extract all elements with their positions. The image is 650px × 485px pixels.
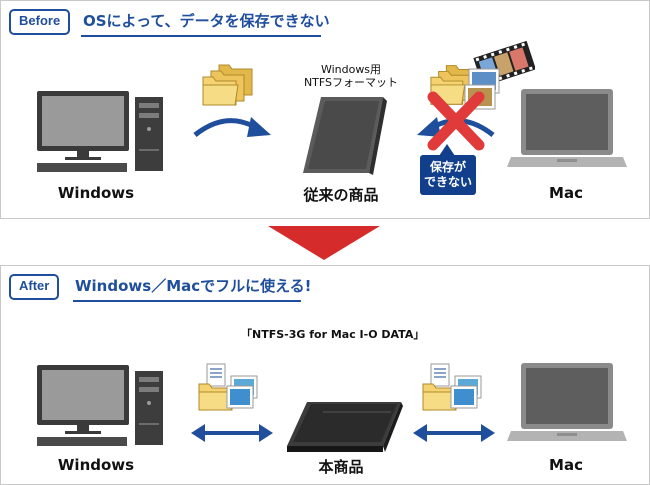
cannot-save-text-1: 保存が <box>429 160 466 174</box>
software-name: 「NTFS-3G for Mac I-O DATA」 <box>241 328 425 341</box>
after-headline: Windows／Macでフルに使える! <box>75 277 312 295</box>
folder-icon <box>202 64 253 106</box>
hdd-icon <box>287 402 403 452</box>
before-tag: Before <box>9 9 71 35</box>
after-mac-label: Mac <box>549 456 583 474</box>
curved-arrow-icon <box>193 117 271 137</box>
cannot-save-badge: 保存が できない <box>420 155 476 195</box>
after-headline-underline <box>73 300 301 302</box>
after-tag: After <box>9 274 60 300</box>
before-mac-label: Mac <box>549 184 583 202</box>
before-windows-label: Windows <box>57 184 135 202</box>
laptop-icon <box>507 89 627 167</box>
after-windows-label: Windows <box>57 456 135 474</box>
after-panel: After Windows／Macでフルに使える! 「NTFS-3G for M… <box>0 265 650 485</box>
hdd-icon <box>303 97 387 175</box>
folder-icon <box>198 363 258 411</box>
double-arrow-icon <box>413 424 495 442</box>
desktop-pc-icon <box>37 91 163 172</box>
cross-icon <box>427 91 485 151</box>
drive-format-caption-1: Windows用 <box>320 63 382 76</box>
badge-pointer <box>439 144 455 156</box>
drive-format-caption-2: NTFSフォーマット <box>303 76 399 89</box>
cannot-save-text-2: できない <box>423 175 472 189</box>
down-arrow-icon <box>268 226 380 260</box>
double-arrow-icon <box>191 424 273 442</box>
before-product-label: 従来の商品 <box>303 186 379 204</box>
before-headline: OSによって、データを保存できない <box>83 12 330 30</box>
after-product-label: 本商品 <box>318 458 364 476</box>
laptop-icon <box>507 363 627 441</box>
folder-icon <box>422 363 482 411</box>
before-panel: Before OSによって、データを保存できない Windows Windows… <box>0 0 650 219</box>
before-headline-underline <box>81 35 321 37</box>
desktop-pc-icon <box>37 365 163 446</box>
